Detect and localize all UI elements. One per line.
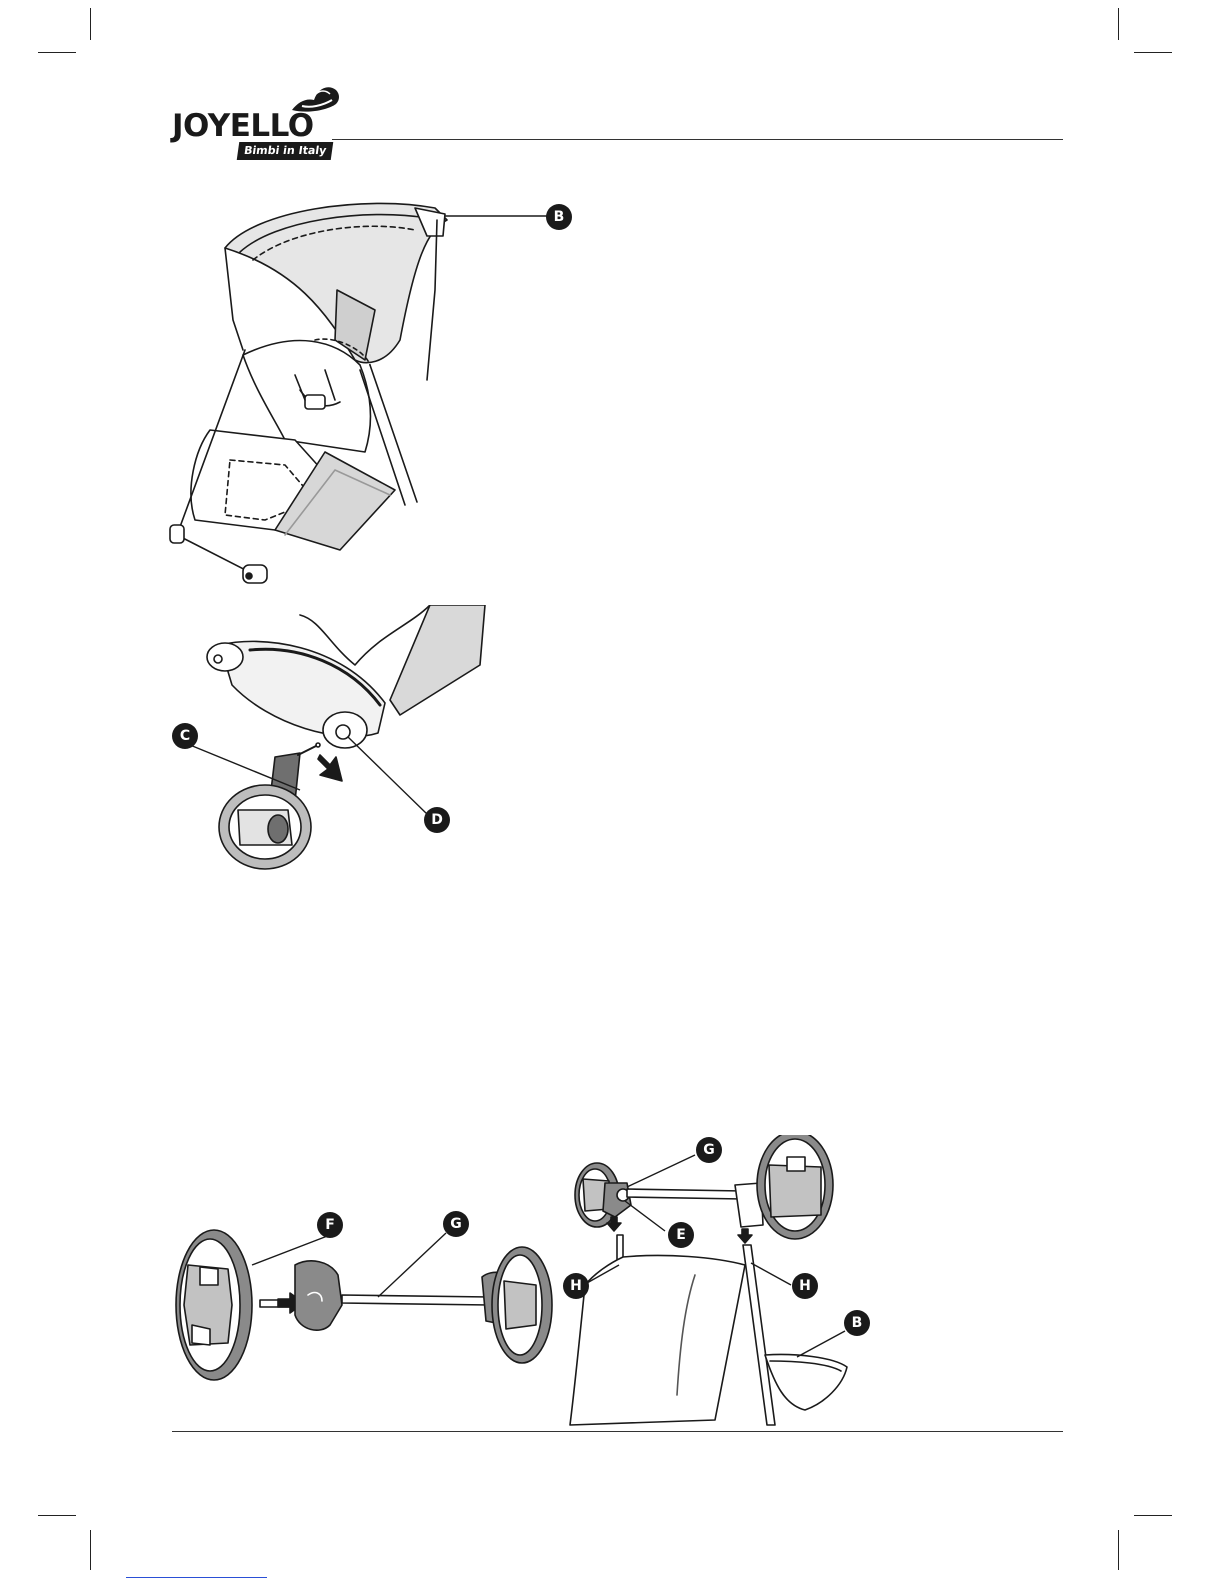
crop-mark-top-right-h — [1134, 52, 1172, 53]
crop-mark-bottom-right-h — [1134, 1515, 1172, 1516]
callout-e: E — [668, 1222, 694, 1248]
header-rule — [332, 139, 1063, 140]
callout-h-left: H — [563, 1273, 589, 1299]
callout-d: D — [424, 807, 450, 833]
footer-link-underline[interactable] — [126, 1577, 267, 1578]
brand-logo: JOYELLO Bimbi in Italy — [172, 80, 342, 164]
rear-axle-mounting-illustration — [565, 1135, 865, 1435]
crop-mark-top-left-h — [38, 52, 76, 53]
brand-tagline: Bimbi in Italy — [237, 142, 334, 160]
callout-g-right: G — [696, 1137, 722, 1163]
crop-mark-bottom-left-h — [38, 1515, 76, 1516]
callout-b-top: B — [546, 204, 572, 230]
crop-mark-top-left-v — [90, 8, 91, 40]
callout-c: C — [172, 723, 198, 749]
callout-b-bottom: B — [844, 1310, 870, 1336]
callout-g-left: G — [443, 1211, 469, 1237]
crop-mark-top-right-v — [1118, 8, 1119, 40]
crop-mark-bottom-right-v — [1118, 1530, 1119, 1570]
crop-mark-bottom-left-v — [90, 1530, 91, 1570]
stroller-seat-illustration — [165, 190, 585, 590]
rear-axle-assembly-illustration — [170, 1225, 570, 1395]
callout-f: F — [317, 1212, 343, 1238]
callout-h-right: H — [792, 1273, 818, 1299]
front-wheel-attachment-illustration — [180, 605, 500, 875]
brand-name: JOYELLO — [172, 108, 314, 144]
